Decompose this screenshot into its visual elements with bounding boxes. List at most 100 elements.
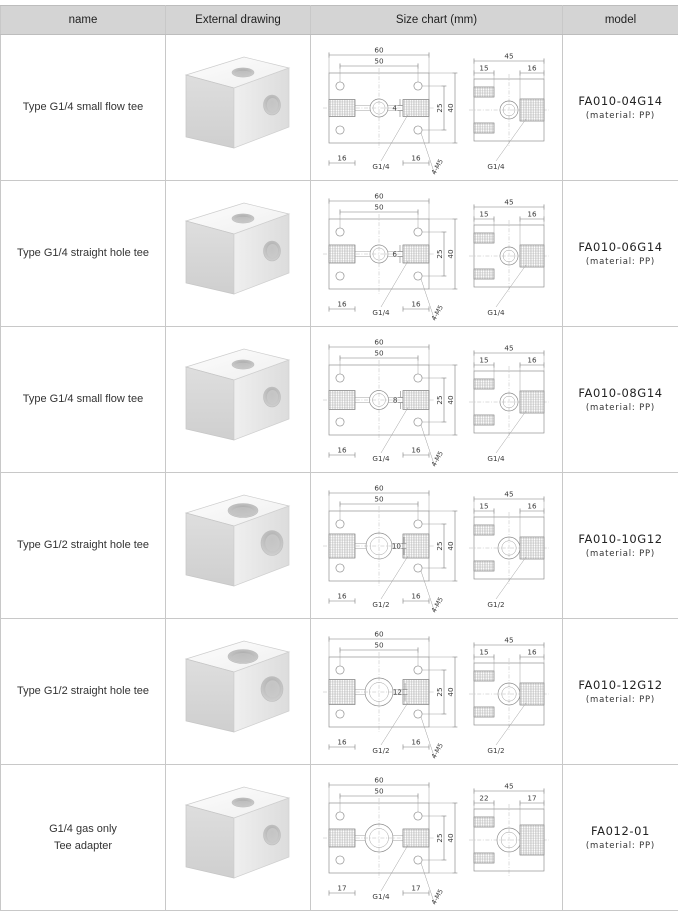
cell-name: Type G1/4 small flow tee: [0, 34, 166, 181]
svg-text:40: 40: [446, 687, 455, 697]
mounting-hole: [335, 271, 345, 281]
bore-dimension: 12: [393, 683, 408, 701]
side-thread-leader: [495, 264, 527, 308]
mounting-hole: [413, 125, 423, 135]
threaded-port: [519, 682, 545, 706]
dimension-horizontal: 45: [473, 52, 545, 64]
mounting-hole: [335, 709, 345, 719]
svg-text:45: 45: [504, 52, 513, 61]
mounting-hole: [335, 81, 345, 91]
threaded-port: [473, 268, 495, 280]
mounting-hole: [335, 563, 345, 573]
model-number: FA010-04G14: [578, 94, 663, 108]
thread-label: G1/4: [372, 454, 390, 463]
svg-text:10: 10: [392, 542, 402, 551]
threaded-port: [328, 99, 356, 117]
dimension-vertical: 40: [446, 218, 458, 290]
table-row: Type G1/4 small flow tee: [0, 34, 678, 181]
dimension-horizontal: 17: [328, 884, 356, 896]
mounting-hole: [413, 373, 423, 383]
svg-text:16: 16: [527, 210, 537, 219]
svg-text:16: 16: [337, 300, 347, 309]
threaded-port: [473, 852, 495, 864]
side-thread-leader: [495, 118, 527, 162]
threaded-port: [473, 816, 495, 828]
mounting-hole: [335, 227, 345, 237]
dimension-horizontal: 16: [402, 300, 430, 312]
threaded-port: [473, 560, 495, 572]
svg-text:50: 50: [374, 495, 384, 504]
m5-label: 4-M5: [430, 304, 445, 322]
dimension-horizontal: 16: [402, 592, 430, 604]
product-render: [166, 181, 311, 326]
table-body: Type G1/4 small flow tee: [0, 34, 678, 911]
thread-leader: [380, 260, 409, 308]
svg-text:22: 22: [479, 794, 488, 803]
threaded-port: [402, 244, 430, 264]
svg-text:50: 50: [374, 349, 384, 358]
cell-model: FA010-08G14 (material: PP): [562, 326, 678, 473]
model-number: FA010-10G12: [578, 532, 663, 546]
thread-label: G1/2: [372, 746, 389, 755]
table-row: Type G1/4 straight hole tee: [0, 180, 678, 327]
svg-text:60: 60: [374, 46, 384, 55]
product-name: Type G1/4 small flow tee: [22, 393, 144, 406]
dimension-horizontal: 50: [339, 203, 419, 215]
thread-leader: [380, 555, 409, 600]
m5-leader: [420, 278, 436, 322]
svg-text:40: 40: [446, 541, 455, 551]
dimension-horizontal: 17: [402, 884, 430, 896]
dimension-horizontal: 16: [519, 648, 545, 660]
svg-text:16: 16: [337, 592, 347, 601]
dimension-horizontal: 50: [339, 641, 419, 653]
cell-name: G1/4 gas only Tee adapter: [0, 764, 166, 911]
mounting-hole: [413, 563, 423, 573]
threaded-port: [473, 414, 495, 426]
dimension-vertical: 40: [446, 656, 458, 728]
model-material: (material: PP): [585, 841, 656, 851]
cell-external-drawing: [165, 472, 311, 619]
svg-text:60: 60: [374, 338, 384, 347]
svg-text:8: 8: [393, 396, 398, 405]
product-render-svg: [184, 202, 291, 295]
side-thread-leader: [495, 556, 527, 600]
product-render: [166, 765, 311, 910]
dimension-vertical: 25: [435, 523, 447, 569]
threaded-port: [519, 244, 545, 268]
dimension-horizontal: 16: [328, 592, 356, 604]
dimension-horizontal: 15: [473, 648, 495, 660]
side-thread-leader: [495, 702, 527, 746]
side-view: 45 15 16 G1/4: [469, 52, 549, 171]
dimension-horizontal: 16: [328, 446, 356, 458]
threaded-port: [328, 533, 356, 559]
model-material: (material: PP): [585, 257, 656, 267]
svg-text:16: 16: [527, 648, 537, 657]
bore-dimension: 6: [392, 245, 403, 263]
svg-text:16: 16: [411, 446, 421, 455]
thread-label: G1/4: [372, 892, 390, 901]
threaded-port: [519, 536, 545, 560]
svg-text:16: 16: [527, 356, 537, 365]
svg-text:50: 50: [374, 787, 384, 796]
svg-text:17: 17: [411, 884, 420, 893]
side-thread-label: G1/2: [487, 600, 504, 609]
cell-model: FA012-01 (material: PP): [562, 764, 678, 911]
mounting-hole: [335, 125, 345, 135]
dimension-horizontal: 15: [473, 356, 495, 368]
mounting-hole: [335, 855, 345, 865]
svg-text:45: 45: [504, 198, 513, 207]
dimension-horizontal: 16: [402, 738, 430, 750]
svg-text:15: 15: [479, 64, 488, 73]
dimension-vertical: 25: [435, 377, 447, 423]
svg-text:16: 16: [411, 738, 421, 747]
dimension-horizontal: 22: [473, 794, 495, 806]
side-thread-label: G1/4: [487, 454, 505, 463]
